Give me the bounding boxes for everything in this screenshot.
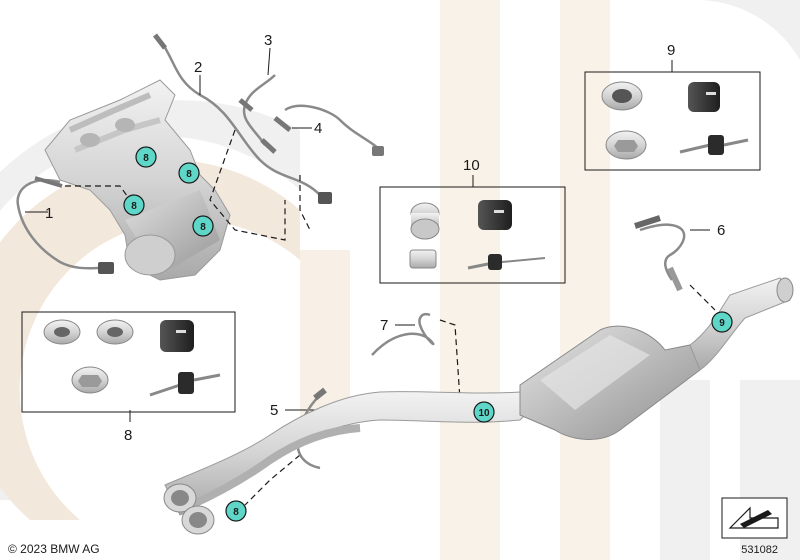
marker-9-label: 9 [719,318,725,329]
marker-8-b: 8 [178,162,200,184]
kit-box-10-parts [409,200,546,270]
kit-box-8 [21,311,236,413]
callout-1: 1 [45,205,53,222]
callout-8: 8 [124,427,132,444]
oxygen-sensor-4 [273,104,384,156]
marker-8-c: 8 [123,194,145,216]
marker-8-e-label: 8 [233,507,239,518]
diagram-number: 531082 [741,544,778,556]
kit-box-9 [584,71,761,171]
marker-8-d-label: 8 [200,222,206,233]
oxygen-sensor-3 [238,74,277,154]
marker-10: 10 [473,401,495,423]
oxygen-sensor-1 [16,176,114,274]
kit-box-9-parts [601,81,749,160]
orientation-arrow-icon [721,497,788,539]
marker-8-a-label: 8 [143,153,149,164]
marker-8-c-label: 8 [131,201,137,212]
marker-8-a: 8 [135,146,157,168]
marker-9: 9 [711,311,733,333]
position-markers: 8 8 8 8 9 10 8 [123,146,733,522]
kit-box-10 [379,186,566,284]
callout-7: 7 [380,317,388,334]
exhaust-pipe-assembly [163,277,794,535]
oxygen-sensor-7 [371,313,435,356]
oxygen-sensor-6 [634,215,686,292]
callout-5: 5 [270,402,278,419]
marker-10-label: 10 [478,408,490,419]
marker-8-e: 8 [225,500,247,522]
kit-box-8-parts [43,319,221,397]
callout-3: 3 [264,32,272,49]
marker-8-d: 8 [192,215,214,237]
copyright-text: © 2023 BMW AG [8,542,100,556]
callout-10: 10 [463,157,480,174]
oxygen-sensor-2 [153,33,332,204]
leader-lines [25,47,710,422]
exhaust-manifold [44,79,231,281]
callout-9: 9 [667,42,675,59]
callout-numbers: 1 2 3 4 5 6 7 8 9 10 [45,32,725,444]
callout-4: 4 [314,120,322,137]
callout-2: 2 [194,59,202,76]
marker-8-b-label: 8 [186,169,192,180]
callout-6: 6 [717,222,725,239]
